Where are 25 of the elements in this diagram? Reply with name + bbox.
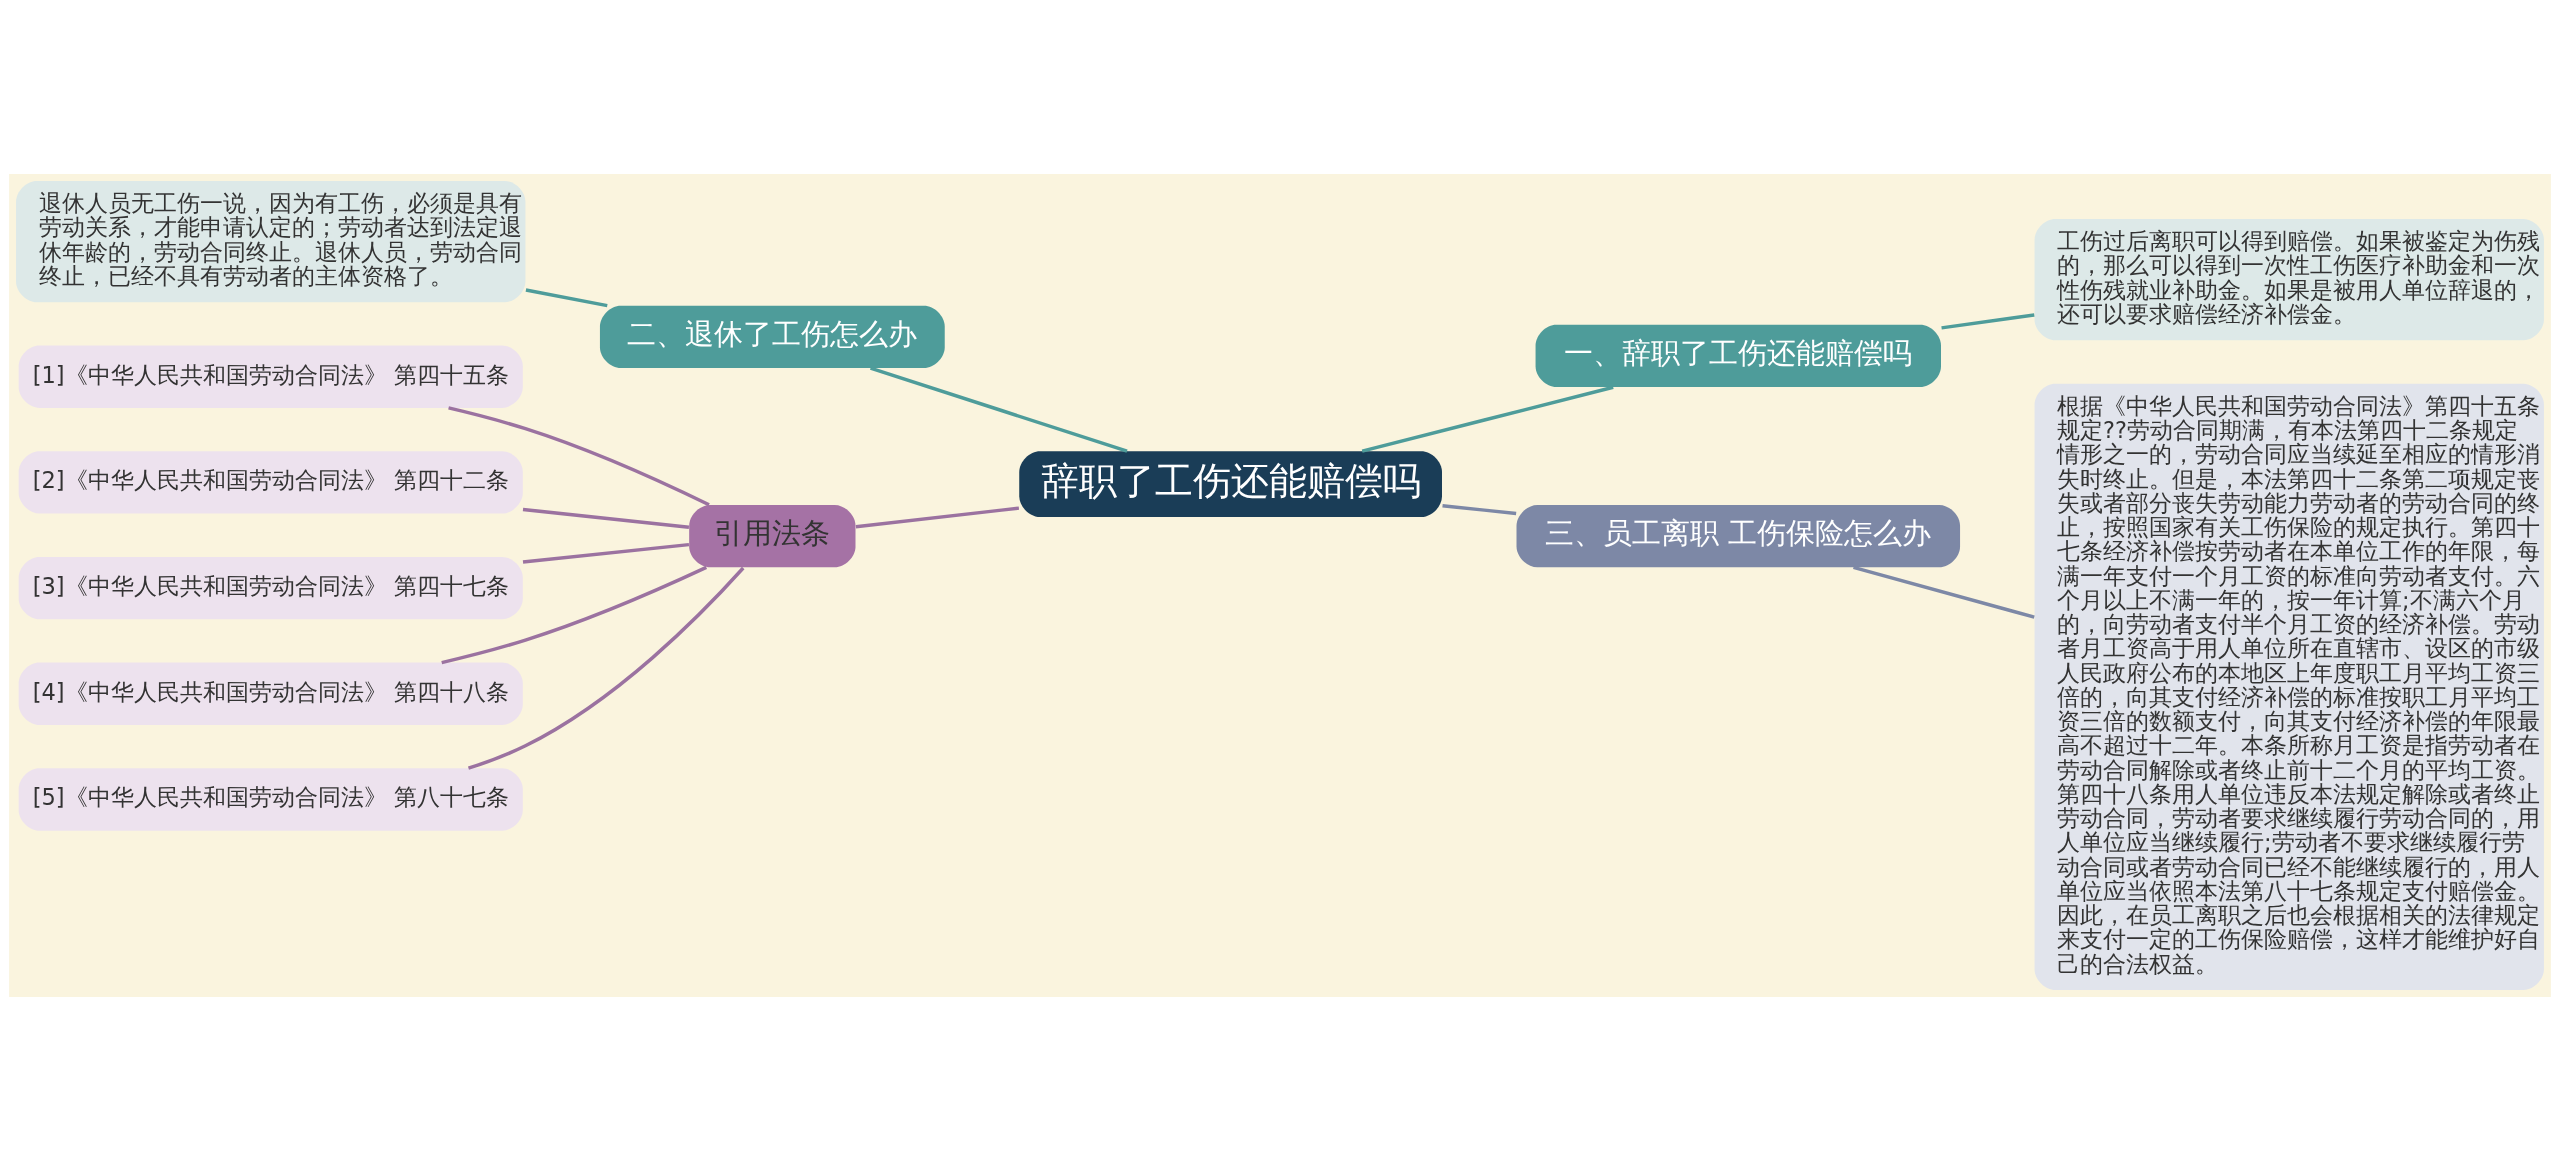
node-box: 根据《中华人民共和国劳动合同法》第四十五条规定??劳动合同期满，有本法第四十二条规定情形之一的，劳动合同应当续延至相应的情形消失时终止。但是，本法第四十二条第二项规定丧失或者部分丧失劳动能力劳动者的劳动合同的终止，按照国家有关工伤保险的规定执行。第四十七条经济补偿按劳动者在本单位工作的年限，每满一年支付一个月工资的标准向劳动者支付。六个月以上不满一年的，按一年计算;不满六个月的，向劳动者支付半个月工资的经济补偿。劳动者月工资高于用人单位所在直辖市、设区的市级人民政府公布的本地区上年度职工月平均工资三倍的，向其支付经济补偿的标准按职工月平均工资三倍的数额支付，向其支付经济补偿的年限最高不超过十二年。本条所称月工资是指劳动者在劳动合同解除或者终止前十二个月的平均工资。第四十八条用人单位违反本法规定解除或者终止劳动合同，劳动者要求继续履行劳动合同的，用人单位应当继续履行;劳动者不要求继续履行劳动合同或者劳动合同已经不能继续履行的，用人单位应当依照本法第八十七条规定支付赔偿金。因此，在员工离职之后也会根据相关的法律规定来支付一定的工伤保险赔偿，这样才能维护好自己的合法权益。 [2034,383,2544,990]
connector [1361,385,1614,453]
node-box: 二、退休了工伤怎么办 [599,305,945,368]
node-box: 引用法条 [689,504,856,567]
connector [522,542,690,564]
node-box: 三、员工离职 工伤保险怎么办 [1516,504,1961,567]
connector [870,365,1128,453]
node-box: [3]《中华人民共和国劳动合同法》 第四十七条 [18,556,523,619]
connector [525,287,608,307]
node-box: 工伤过后离职可以得到赔偿。如果被鉴定为伤残的，那么可以得到一次性工伤医疗补助金和一次性伤残就业补助金。如果是被用人单位辞退的，还可以要求赔偿经济补偿金。 [2034,218,2544,340]
connector [1853,565,2035,619]
connector [855,505,1020,528]
connector [1941,312,2035,330]
node-box: [1]《中华人民共和国劳动合同法》 第四十五条 [18,345,523,408]
connector [448,405,710,506]
node-box: [5]《中华人民共和国劳动合同法》 第八十七条 [18,767,523,831]
node-box: [4]《中华人民共和国劳动合同法》 第四十八条 [18,662,523,725]
connector [467,566,745,770]
node-box: 辞职了工伤还能赔偿吗 [1019,450,1442,517]
node-box: [2]《中华人民共和国劳动合同法》 第四十二条 [18,450,523,514]
node-box: 退休人员无工伤一说，因为有工伤，必须是具有劳动关系，才能申请认定的；劳动者达到法定退休年龄的，劳动合同终止。退休人员，劳动合同终止，已经不具有劳动者的主体资格了。 [16,180,526,302]
connector [441,565,708,664]
connector [1442,503,1517,515]
connector [522,507,690,529]
node-box: 一、辞职了工伤还能赔偿吗 [1535,324,1941,387]
